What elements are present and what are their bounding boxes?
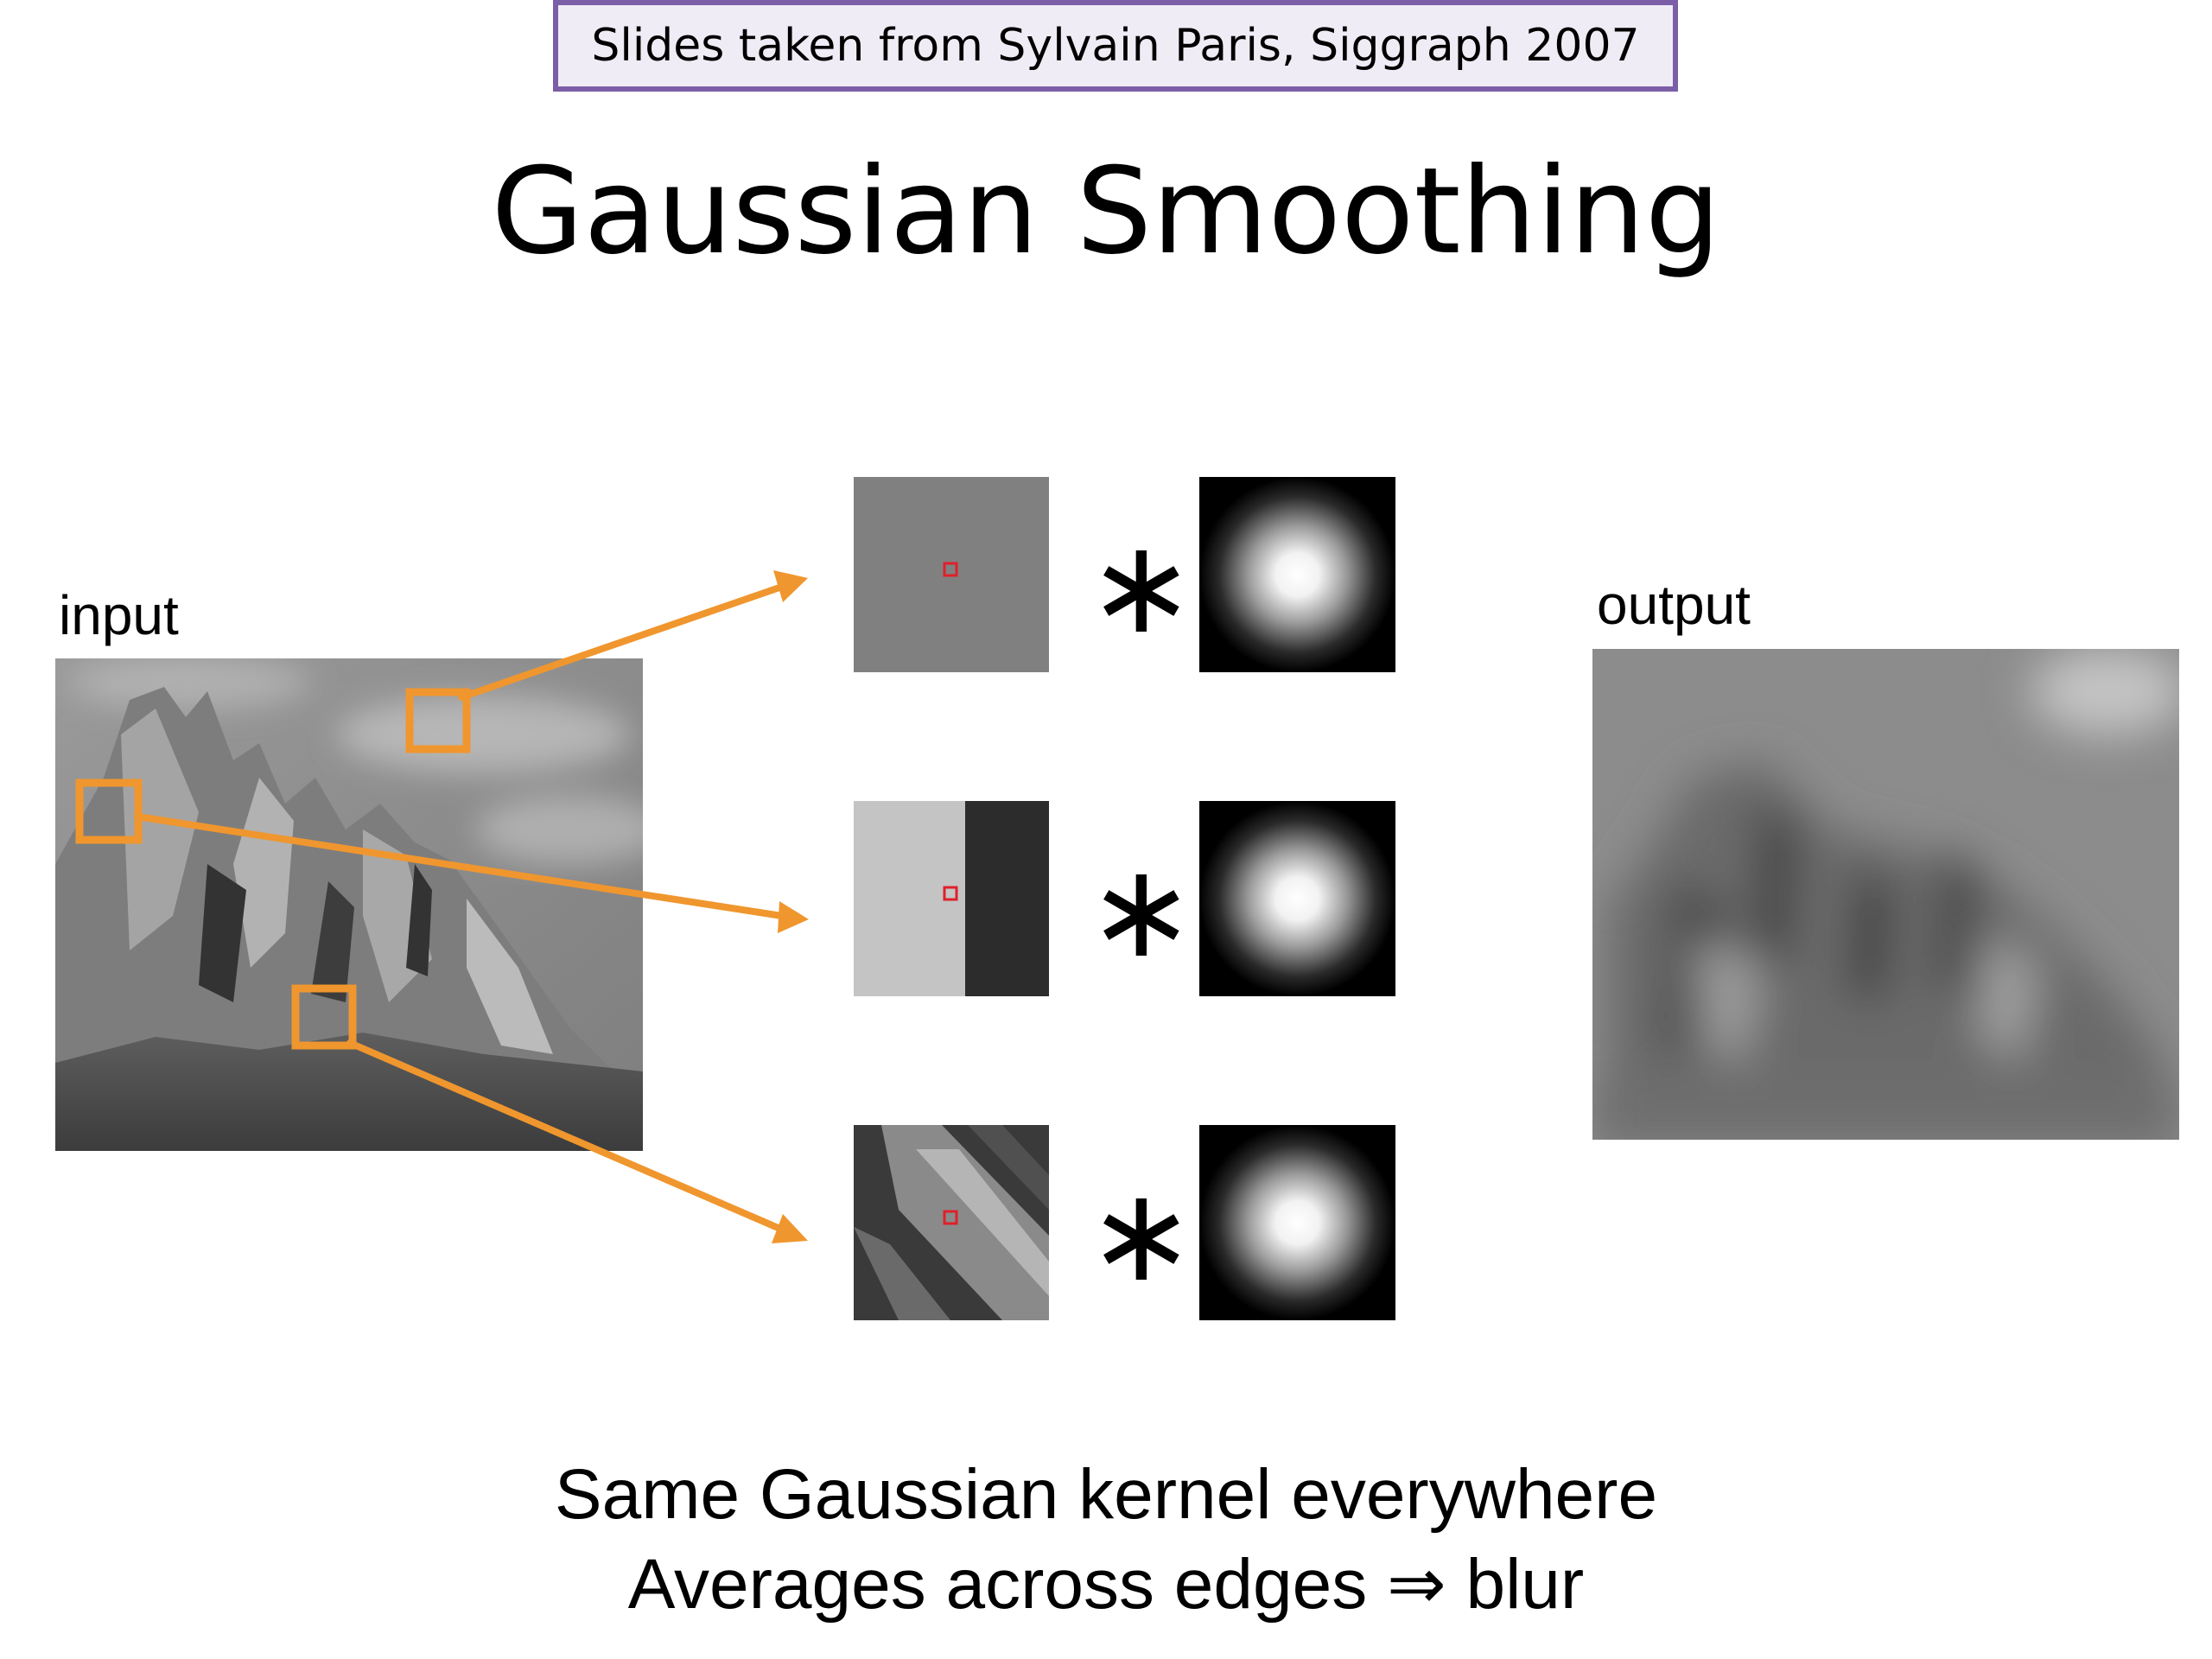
convolution-operator: ∗ [1087,836,1196,987]
convolution-operator: ∗ [1087,1160,1196,1311]
caption-line-1: Same Gaussian kernel everywhere [554,1455,1658,1534]
gaussian-kernel [1199,1125,1395,1320]
caption-line-2: Averages across edges ⇒ blur [627,1545,1585,1624]
output-label: output [1597,574,1751,636]
convolution-operator: ∗ [1087,512,1196,663]
slide-title: Gaussian Smoothing [491,142,1721,281]
arrowheads [772,570,809,1243]
center-pixel-marker [943,886,958,901]
patch-row-edge [854,801,1395,996]
selection-square-texture [291,984,357,1050]
selection-square-edge [75,779,143,844]
gaussian-kernel [1199,477,1395,672]
output-image [1592,649,2179,1140]
center-pixel-marker [943,1210,958,1225]
input-image [55,658,643,1151]
gaussian-kernel [1199,801,1395,996]
patch-row-texture [854,1125,1395,1320]
selection-squares [75,688,471,1050]
center-pixel-marker [943,562,958,577]
arrows [134,583,785,1233]
arrowhead-edge [778,901,809,933]
credit-text: Slides taken from Sylvain Paris, Siggrap… [591,20,1640,72]
patch-row-sky [854,477,1395,672]
arrow-texture [346,1039,785,1233]
arrow-sky [458,583,785,701]
arrowhead-texture [772,1214,808,1243]
input-label: input [59,584,179,646]
selection-square-sky [405,688,471,753]
texture-patch [854,1125,1049,1320]
arrow-edge [134,813,785,919]
credit-banner: Slides taken from Sylvain Paris, Siggrap… [553,0,1678,92]
arrowhead-sky [773,570,808,602]
